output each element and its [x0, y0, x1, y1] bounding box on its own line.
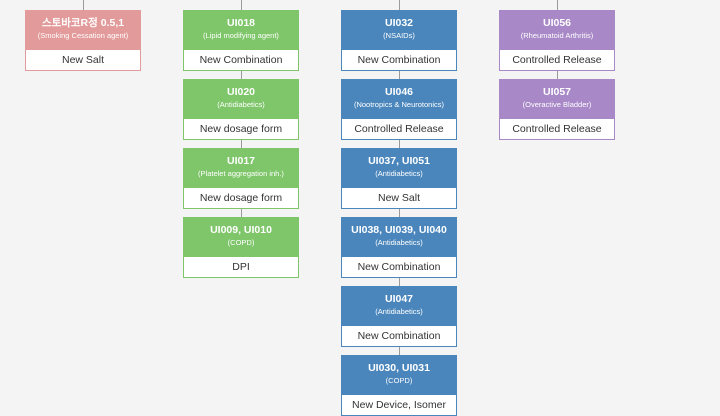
product-code: UI046 [384, 86, 414, 98]
product-card-header: UI017 (Platelet aggregation inh.) [184, 149, 298, 188]
formulation-type: New Combination [357, 261, 441, 273]
product-code: UI032 [384, 17, 414, 29]
therapeutic-category: (NSAIDs) [383, 31, 415, 40]
connector-line [241, 0, 242, 10]
therapeutic-category: (Antidiabetics) [375, 169, 423, 178]
product-card: UI017 (Platelet aggregation inh.) New dosa… [183, 148, 299, 209]
product-card-header: UI037, UI051 (Antidiabetics) [342, 149, 456, 188]
product-card-header: UI030, UI031 (COPD) [342, 356, 456, 395]
formulation-type: New Salt [377, 192, 420, 204]
connector-line [399, 71, 400, 79]
product-card: UI046 (Nootropics & Neurotonics) Controlle… [341, 79, 457, 140]
product-card: UI020 (Antidiabetics) New dosage form [183, 79, 299, 140]
therapeutic-category: (COPD) [227, 238, 255, 247]
product-code: 스토바코R정 0.5,1 [41, 17, 125, 29]
product-code: UI018 [226, 17, 256, 29]
product-card: UI057 (Overactive Bladder) Controlled Rele… [499, 79, 615, 140]
product-code: UI030, UI031 [368, 362, 430, 374]
formulation-type: New Device, Isomer [352, 399, 446, 411]
connector-line [399, 278, 400, 286]
formulation-type: New dosage form [199, 192, 283, 204]
formulation-type: Controlled Release [354, 123, 444, 135]
product-code: UI038, UI039, UI040 [351, 224, 447, 236]
product-card: UI018 (Lipid modifying agent) New Combinat… [183, 10, 299, 71]
product-card: UI047 (Antidiabetics) New Combination [341, 286, 457, 347]
product-code: UI057 [542, 86, 572, 98]
product-code: UI056 [542, 17, 572, 29]
product-card-header: UI047 (Antidiabetics) [342, 287, 456, 326]
product-card: UI056 (Rheumatoid Arthritis) Controlled Re… [499, 10, 615, 71]
formulation-type: New Salt [61, 54, 104, 66]
connector-line [241, 71, 242, 79]
therapeutic-category: (Antidiabetics) [375, 307, 423, 316]
formulation-type: Controlled Release [512, 54, 602, 66]
product-card: UI038, UI039, UI040 (Antidiabetics) New Co… [341, 217, 457, 278]
formulation-type: New dosage form [199, 123, 283, 135]
product-code: UI020 [226, 86, 256, 98]
therapeutic-category: (Nootropics & Neurotonics) [353, 100, 445, 109]
therapeutic-category: (Antidiabetics) [217, 100, 265, 109]
connector-line [241, 209, 242, 217]
formulation-type: New Combination [357, 330, 441, 342]
product-card-header: UI009, UI010 (COPD) [184, 218, 298, 257]
product-card-header: UI018 (Lipid modifying agent) [184, 11, 298, 50]
product-card: UI030, UI031 (COPD) New Device, Isomer [341, 355, 457, 416]
formulation-type: DPI [232, 261, 250, 273]
formulation-type: New Combination [199, 54, 283, 66]
connector-line [83, 0, 84, 10]
product-card: UI037, UI051 (Antidiabetics) New Salt [341, 148, 457, 209]
formulation-type: New Combination [357, 54, 441, 66]
product-code: UI037, UI051 [368, 155, 430, 167]
therapeutic-category: (Rheumatoid Arthritis) [520, 31, 594, 40]
product-card: UI009, UI010 (COPD) DPI [183, 217, 299, 278]
therapeutic-category: (Antidiabetics) [375, 238, 423, 247]
product-card-header: UI046 (Nootropics & Neurotonics) [342, 80, 456, 119]
connector-line [241, 140, 242, 148]
product-card: 스토바코R정 0.5,1 (Smoking Cessation agent) New… [25, 10, 141, 71]
connector-line [399, 209, 400, 217]
therapeutic-category: (COPD) [385, 376, 413, 385]
therapeutic-category: (Lipid modifying agent) [203, 31, 279, 40]
connector-line [399, 140, 400, 148]
product-card-header: UI020 (Antidiabetics) [184, 80, 298, 119]
connector-line [399, 347, 400, 355]
product-card-header: UI056 (Rheumatoid Arthritis) [500, 11, 614, 50]
connector-line [557, 0, 558, 10]
product-card-header: UI032 (NSAIDs) [342, 11, 456, 50]
product-card-header: UI038, UI039, UI040 (Antidiabetics) [342, 218, 456, 257]
connector-line [399, 0, 400, 10]
product-code: UI017 [226, 155, 256, 167]
product-code: UI047 [384, 293, 414, 305]
product-card-header: 스토바코R정 0.5,1 (Smoking Cessation agent) [26, 11, 140, 50]
product-card: UI032 (NSAIDs) New Combination [341, 10, 457, 71]
product-code: UI009, UI010 [210, 224, 272, 236]
formulation-type: Controlled Release [512, 123, 602, 135]
therapeutic-category: (Platelet aggregation inh.) [198, 169, 284, 178]
therapeutic-category: (Smoking Cessation agent) [37, 31, 129, 40]
product-card-header: UI057 (Overactive Bladder) [500, 80, 614, 119]
therapeutic-category: (Overactive Bladder) [522, 100, 592, 109]
connector-line [557, 71, 558, 79]
